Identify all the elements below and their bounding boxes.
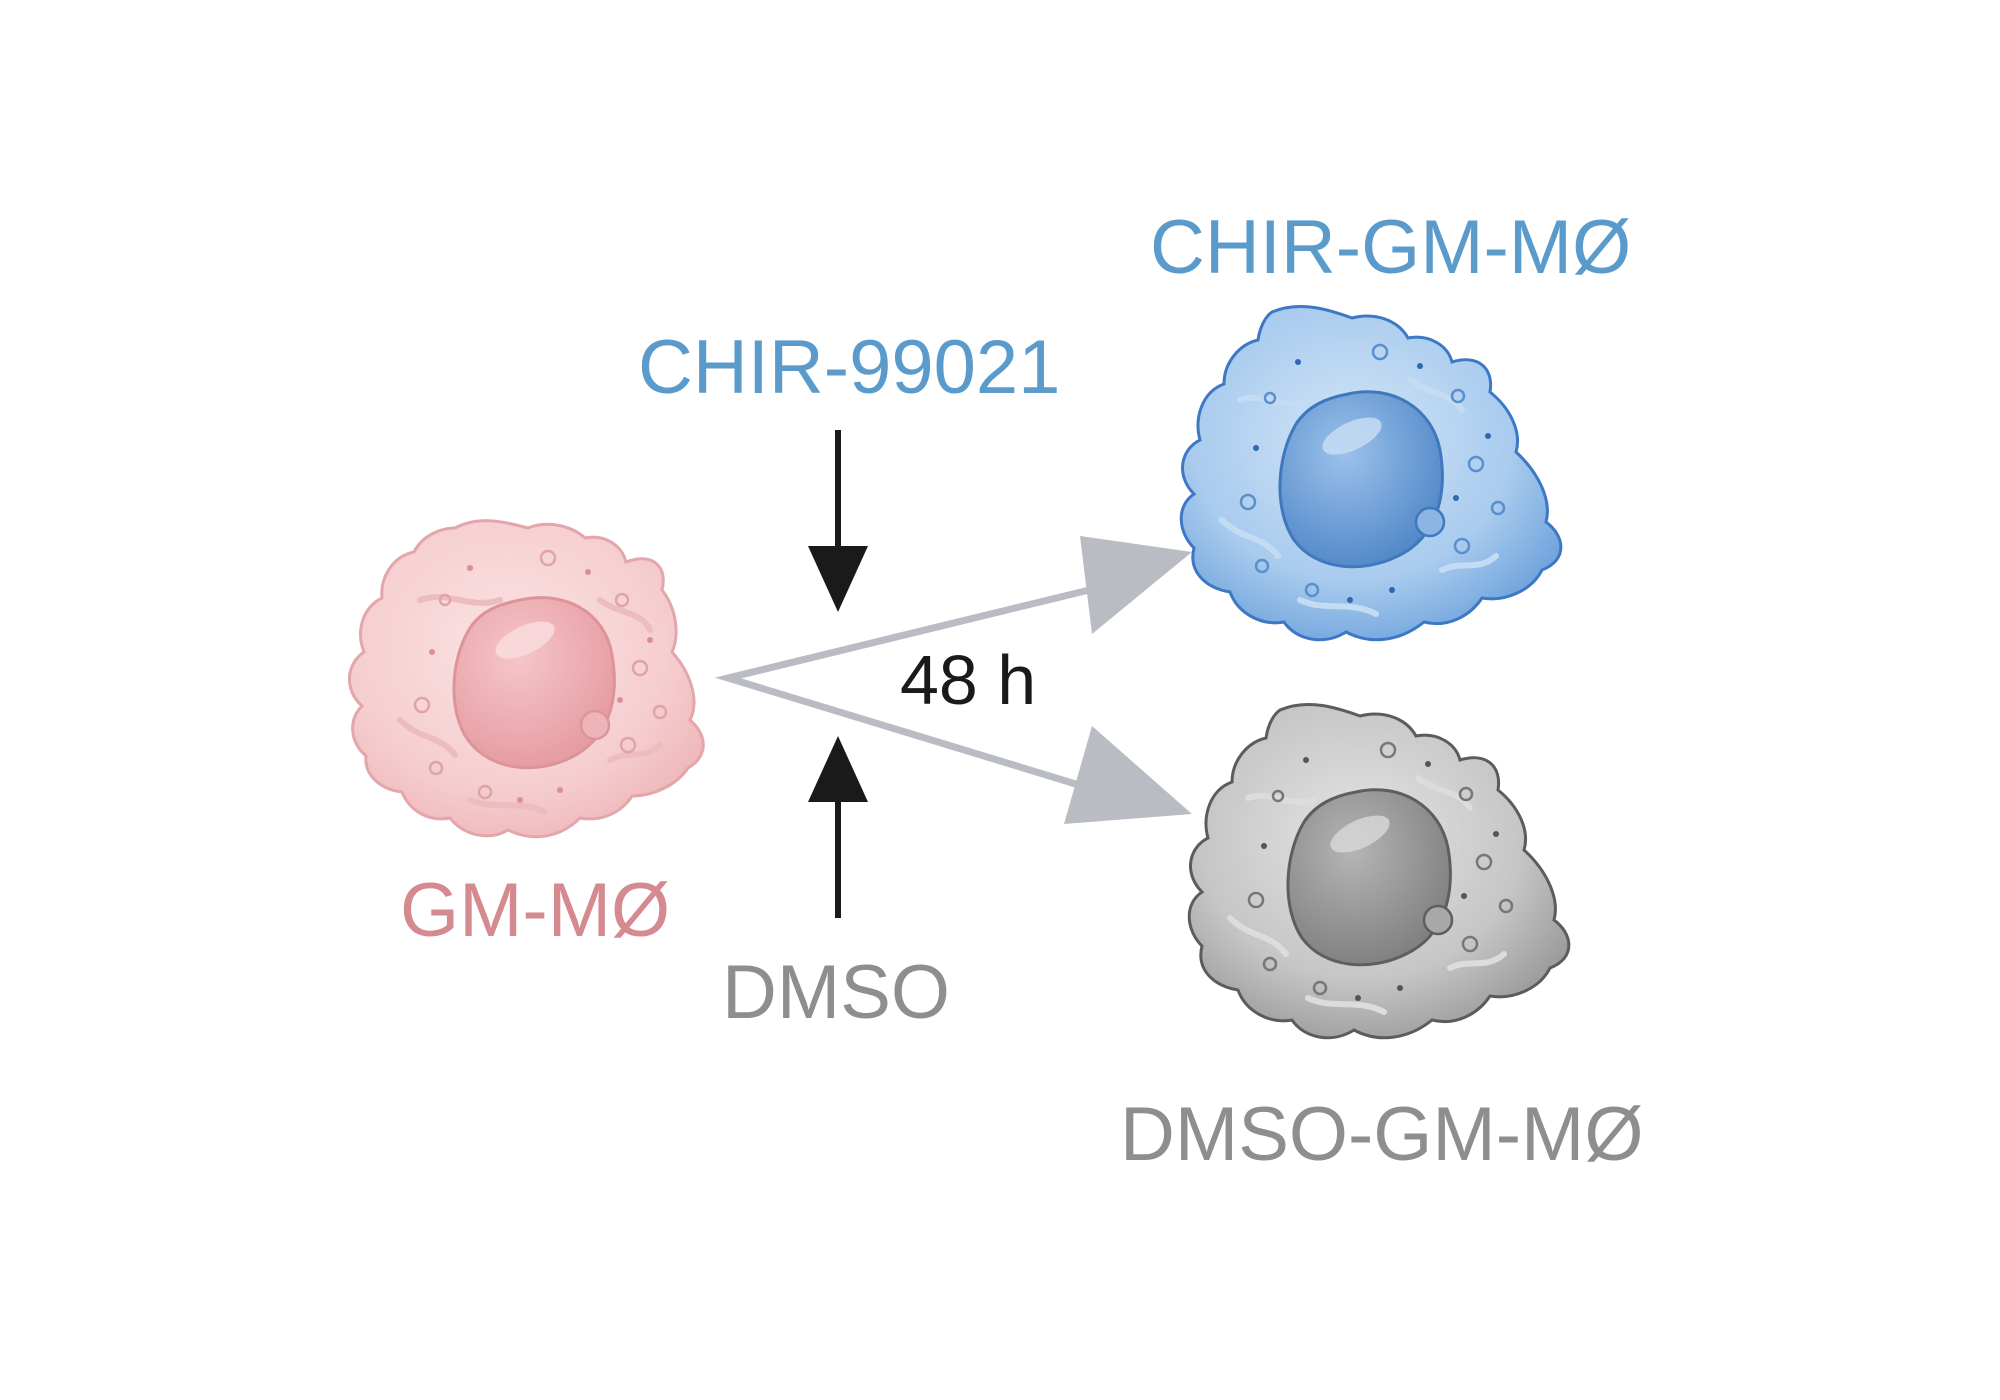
branch-arrow-head-top [1080, 536, 1192, 634]
chir-99021-label: CHIR-99021 [638, 325, 1061, 410]
nucleus-highlight [1330, 815, 1390, 853]
treatment-arrows [808, 430, 868, 918]
nucleus [1278, 390, 1444, 569]
dmso-gm-mo-label: DMSO-GM-MØ [1120, 1092, 1644, 1177]
cytoplasm-texture [1227, 775, 1507, 1015]
gm-macrophage-cell [348, 519, 705, 839]
chir-arrow-head [808, 546, 868, 612]
vesicle [579, 709, 611, 741]
nucleus-highlight [1322, 417, 1382, 455]
nucleus [452, 596, 616, 770]
chir-gm-macrophage-cell [1179, 304, 1563, 642]
vesicle [1422, 904, 1454, 936]
duration-label: 48 h [900, 641, 1037, 719]
nucleus-highlight [495, 621, 555, 659]
branch-arrow-shaft [714, 578, 1123, 796]
branch-arrow-head-bottom [1064, 726, 1192, 824]
chir-gm-mo-label: CHIR-GM-MØ [1150, 205, 1632, 290]
branching-arrows [714, 536, 1192, 824]
nucleus [1286, 788, 1452, 967]
dmso-label: DMSO [722, 950, 950, 1035]
vesicle [1414, 506, 1446, 538]
cytoplasm-texture [397, 594, 663, 815]
cytoplasm-texture [1219, 377, 1499, 617]
dmso-arrow-head [808, 736, 868, 802]
dmso-gm-macrophage-cell [1187, 702, 1571, 1040]
gm-mo-label: GM-MØ [400, 868, 671, 953]
